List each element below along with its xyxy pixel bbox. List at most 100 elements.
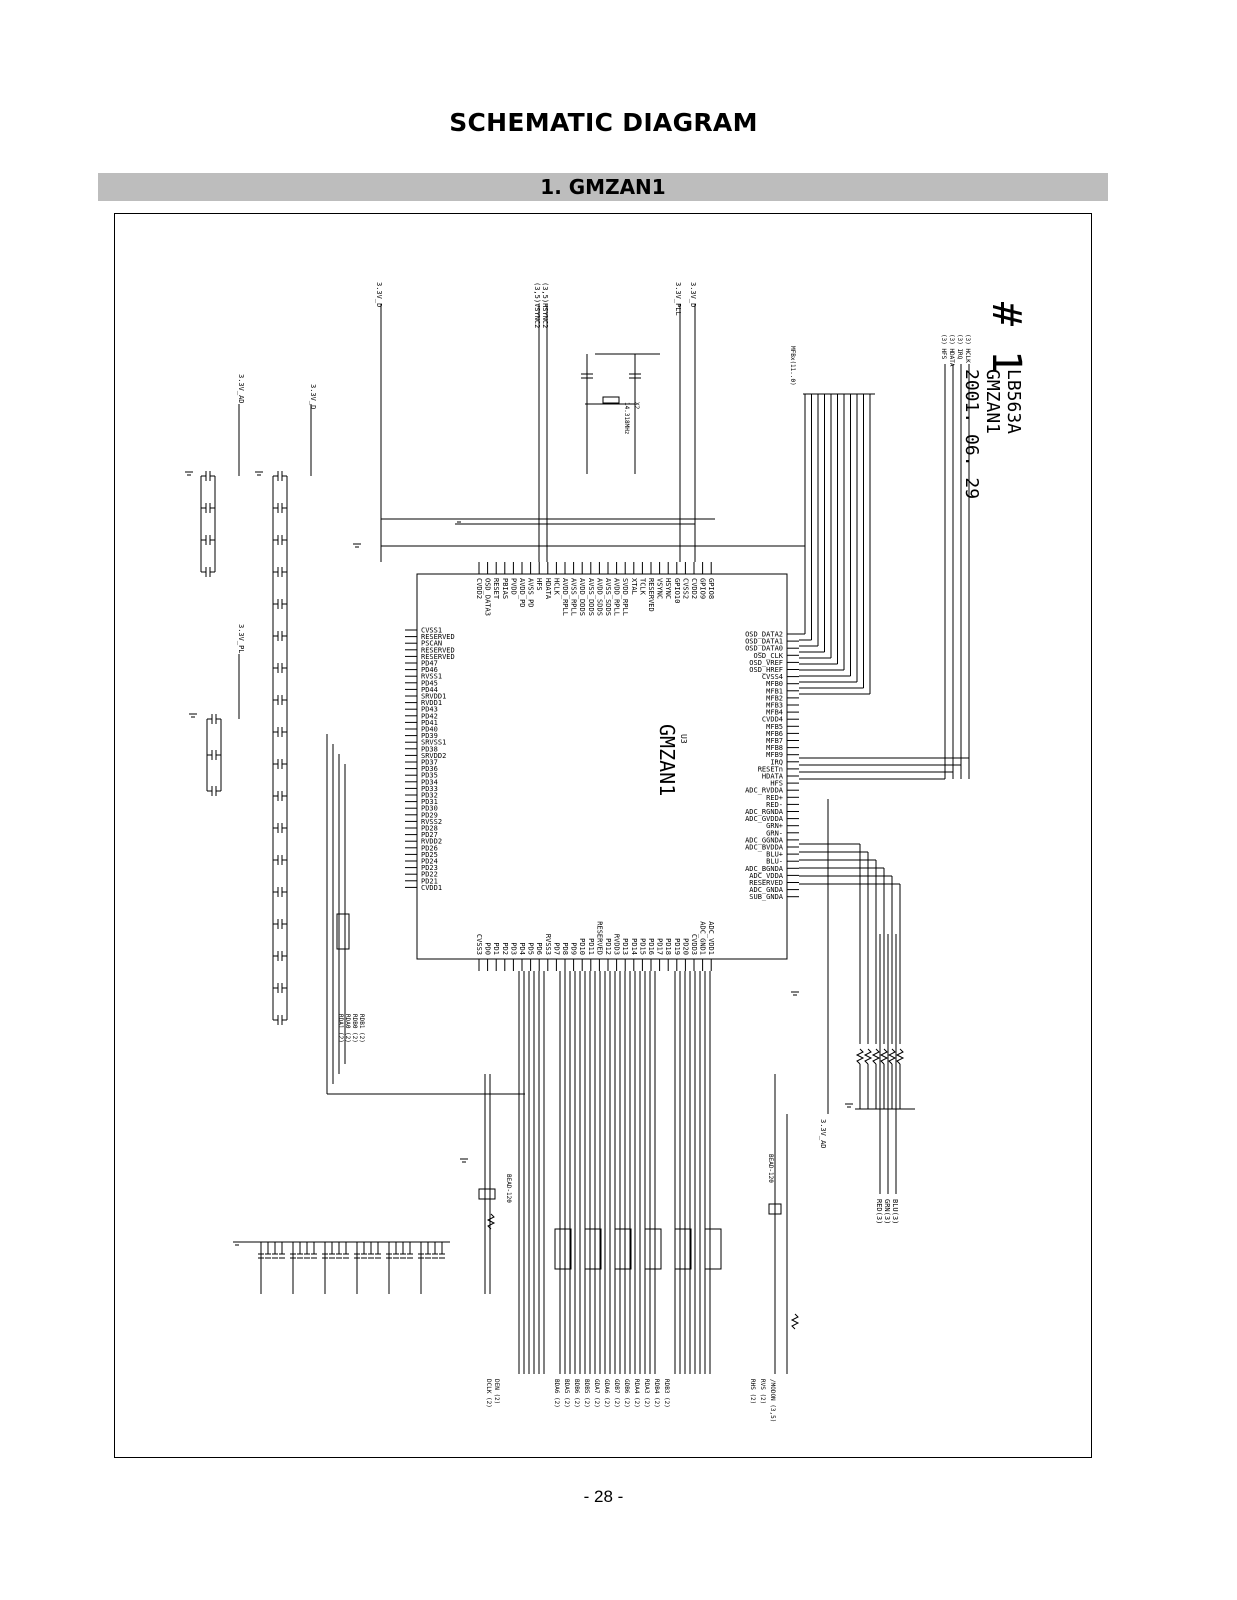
- pin-label-right: MFB2: [766, 694, 783, 702]
- resistor: [863, 1048, 873, 1065]
- resistor-pack: [554, 1228, 572, 1270]
- pin-label-right: RED-: [766, 801, 783, 809]
- output-label: RDA0 (2): [344, 1014, 351, 1043]
- pin-label-bottom: ADC_GND1: [699, 921, 707, 955]
- sheet-name: GMZAN1: [982, 369, 1003, 434]
- pin-label-right: ADC_BGNDA: [745, 865, 784, 873]
- pin-label-left: RVDD1: [421, 699, 442, 707]
- output-label: RDA1 (2): [337, 1014, 344, 1043]
- pin-label-top: HSYNC: [664, 578, 672, 599]
- pin-label-right: OSD_HREF: [749, 666, 783, 674]
- pin-label-right: OSD_CLK: [753, 652, 783, 660]
- net-label-right: (3) HCLK: [964, 334, 971, 363]
- crystal-x2: [602, 396, 620, 404]
- pin-label-top: SVDD_RPLL: [621, 578, 629, 616]
- pin-label-right: ADC_RGNDA: [745, 808, 784, 816]
- pin-label-left: PD39: [421, 732, 438, 740]
- pin-label-right: GRN-: [766, 829, 783, 837]
- bead-value: BEAD-120: [767, 1154, 774, 1183]
- output-label: RVS (2): [759, 1379, 766, 1404]
- pin-label-left: SRVDD2: [421, 752, 446, 760]
- pin-label-left: PD24: [421, 858, 438, 866]
- net-label-top: (3,5)HSYNC2: [541, 282, 549, 328]
- pin-label-bottom: PD0: [484, 942, 492, 955]
- output-label: GDB6 (2): [623, 1379, 630, 1408]
- pin-label-left: PD42: [421, 712, 438, 720]
- pin-label-top: OSD_DATA3: [484, 578, 492, 616]
- pin-label-left: RESERVED: [421, 646, 455, 654]
- resistor-r128: [790, 1313, 800, 1330]
- pin-label-top: HFS: [535, 578, 543, 591]
- output-label: DEN (2): [493, 1379, 500, 1404]
- resistor: [855, 1048, 865, 1065]
- output-label: BDB5 (2): [583, 1379, 590, 1408]
- pin-label-bottom: PD5: [527, 942, 535, 955]
- pin-label-top: RESERVED: [647, 578, 655, 612]
- pin-label-right: ADC_GVDDA: [745, 815, 784, 823]
- pin-label-right: ADC_BVDDA: [745, 844, 784, 852]
- output-label: RDB0 (2): [351, 1014, 358, 1043]
- output-label: RDB3 (2): [663, 1379, 670, 1408]
- net-label-right: 3.3V_AD: [819, 1119, 827, 1149]
- pin-label-bottom: PD14: [630, 938, 638, 955]
- page-number: - 28 -: [583, 1487, 624, 1506]
- pin-label-top: AVDD_RPLL: [613, 578, 621, 616]
- pin-label-top: CVDD2: [475, 578, 483, 599]
- pin-label-bottom: PD10: [578, 938, 586, 955]
- pin-label-right: GRN+: [766, 822, 783, 830]
- pin-label-left: PD41: [421, 719, 438, 727]
- pin-label-right: ADC_VDDA: [749, 872, 784, 880]
- bead-l7: [478, 1188, 496, 1200]
- pin-label-left: RVSS2: [421, 818, 442, 826]
- chip-outline: [416, 573, 788, 960]
- pin-label-left: PSCAN: [421, 640, 442, 648]
- pin-label-top: VSYNC: [656, 578, 664, 599]
- resistor-pack: [584, 1228, 602, 1270]
- pin-label-left: PD46: [421, 666, 438, 674]
- pin-label-bottom: PD9: [570, 942, 578, 955]
- pin-label-left: CVDD1: [421, 884, 442, 892]
- pin-label-right: HDATA: [762, 773, 784, 781]
- pin-label-top: HDATA: [544, 578, 552, 600]
- output-label: RDB1 (2): [358, 1014, 365, 1043]
- pin-label-top: TCLK: [638, 578, 646, 596]
- section-heading: 1. GMZAN1: [98, 173, 1108, 201]
- resistor-pack: [644, 1228, 662, 1270]
- output-label: BDA6 (2): [553, 1379, 560, 1408]
- chip-reference: U3: [679, 734, 688, 744]
- pin-label-right: MFB5: [766, 723, 783, 731]
- pin-label-top: CVSS2: [681, 578, 689, 599]
- pin-label-left: PD26: [421, 844, 438, 852]
- pin-label-left: PD44: [421, 686, 438, 694]
- pin-label-left: RVSS1: [421, 673, 442, 681]
- pin-label-top: XTAL: [630, 578, 638, 595]
- pin-label-bottom: PD3: [509, 942, 517, 955]
- pin-label-right: OSD_VREF: [749, 659, 783, 667]
- pin-label-right: MFB9: [766, 751, 783, 759]
- pin-label-bottom: RESERVED: [595, 921, 603, 955]
- net-label-right: (3) HFS: [940, 334, 947, 360]
- chip-name: GMZAN1: [655, 724, 679, 796]
- pin-label-right: HFS: [770, 780, 783, 788]
- output-label: RDB4 (2): [653, 1379, 660, 1408]
- pin-label-bottom: PD2: [501, 942, 509, 955]
- pin-label-top: AVDD_DDDS: [578, 578, 586, 616]
- pin-label-right: CVDD4: [762, 716, 783, 724]
- pin-label-bottom: ADC_VDD1: [707, 921, 715, 955]
- pin-label-right: MFB7: [766, 737, 783, 745]
- output-label: RDA4 (2): [633, 1379, 640, 1408]
- pin-label-left: PD45: [421, 679, 438, 687]
- output-label: BDB6 (2): [573, 1379, 580, 1408]
- bead-l8: [768, 1203, 782, 1215]
- sheet-number: # 1: [983, 302, 1029, 374]
- crystal-ref: X2: [633, 402, 640, 410]
- pin-label-bottom: PD13: [621, 938, 629, 955]
- pin-label-right: MFB8: [766, 744, 783, 752]
- resistor: [887, 1048, 897, 1065]
- pin-label-bottom: PD7: [552, 942, 560, 955]
- page-title: SCHEMATIC DIAGRAM: [449, 108, 758, 137]
- pin-label-top: AVSS_SDDS: [604, 578, 612, 616]
- pin-label-bottom: PD12: [604, 938, 612, 955]
- pin-label-right: BLU-: [766, 858, 783, 866]
